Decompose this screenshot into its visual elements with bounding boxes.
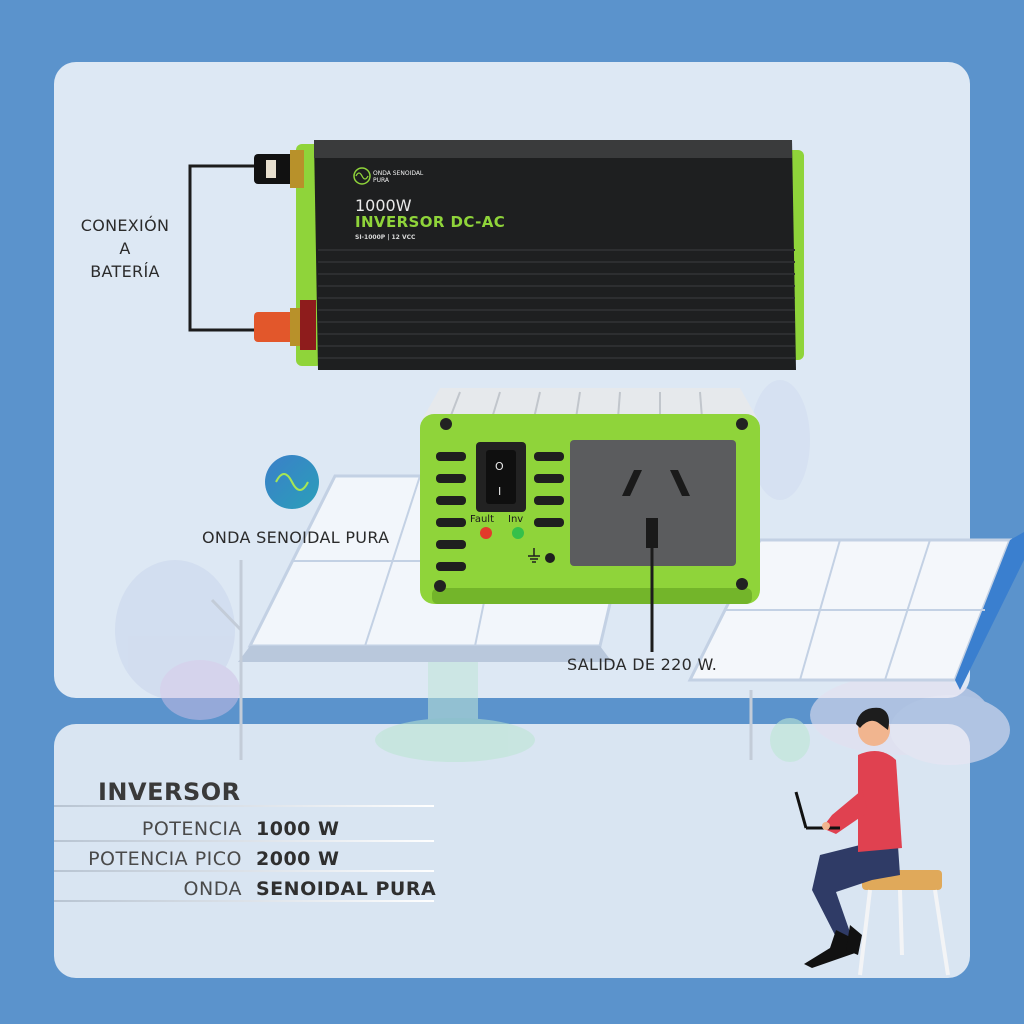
inv-led-label: Inv (508, 514, 524, 525)
inverter-badge-text: ONDA SENOIDAL PURA (356, 170, 423, 184)
battery-cable (188, 164, 268, 332)
tree-center-shape (375, 640, 535, 762)
switch-on-label: I (498, 485, 502, 498)
spec-divider (54, 870, 434, 872)
inverter-body (314, 140, 796, 370)
battery-connection-label: CONEXIÓN A BATERÍA (70, 214, 180, 283)
fault-led-label: Fault (470, 514, 494, 525)
spec-key-peak-power: POTENCIA PICO (88, 848, 242, 870)
person-illustration (794, 707, 950, 976)
spec-divider (54, 805, 434, 807)
vent-slots (436, 452, 564, 571)
laptop-icon (794, 791, 808, 829)
inverter-top-view (188, 140, 804, 370)
spec-value-power: 1000 W (256, 818, 340, 840)
ground-screw (545, 553, 555, 563)
ac-socket (570, 440, 736, 566)
spec-value-peak-power: 2000 W (256, 848, 340, 870)
terminal-negative (254, 150, 304, 188)
inverter-model-text: SI-1000P | 12 VCC (355, 234, 416, 241)
inverter-name-text: INVERSOR DC-AC (355, 213, 506, 231)
tree-right-shape (750, 380, 810, 762)
ground-icon (528, 548, 540, 563)
heatsink-fins (318, 249, 795, 359)
screws (434, 418, 748, 592)
specs-title: INVERSOR (98, 778, 241, 806)
sine-wave-icon (265, 455, 319, 509)
switch-off-label: O (495, 460, 504, 473)
socket-pins (622, 470, 690, 548)
badge-line1: ONDA SENOIDAL (373, 170, 424, 177)
spec-value-wave: SENOIDAL PURA (256, 878, 437, 900)
battery-connection-line2: A (119, 239, 131, 258)
battery-connection-line3: BATERÍA (90, 262, 160, 281)
spec-divider (54, 900, 434, 902)
solar-panel-right (687, 532, 1024, 760)
terminal-positive (254, 300, 316, 350)
fault-led (480, 527, 492, 539)
battery-connection-line1: CONEXIÓN (80, 216, 170, 235)
pure-sine-wave-label: ONDA SENOIDAL PURA (202, 528, 390, 547)
inverter-front-view (420, 388, 760, 652)
spec-key-power: POTENCIA (141, 818, 242, 840)
output-label: SALIDA DE 220 W. (567, 655, 718, 674)
badge-line2: PURA (373, 177, 390, 184)
inv-led (512, 527, 524, 539)
spec-key-wave: ONDA (183, 878, 242, 900)
specs-panel (54, 724, 970, 978)
spec-divider (54, 840, 434, 842)
cloud-right-shape (810, 675, 1010, 765)
sine-badge-icon (353, 167, 371, 185)
inverter-power-text: 1000W (355, 196, 412, 215)
tree-left-shape (115, 560, 240, 720)
